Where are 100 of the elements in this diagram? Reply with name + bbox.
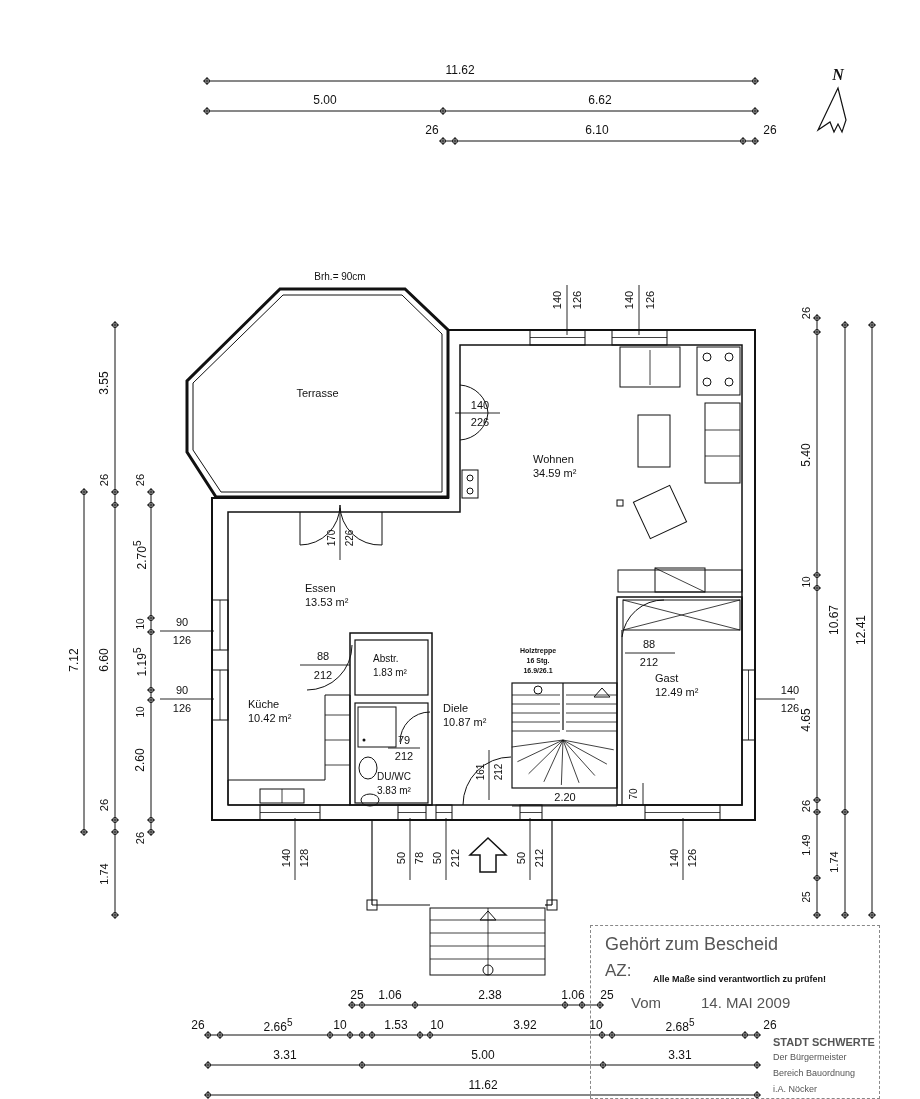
- dimension-label: 140: [780, 684, 800, 696]
- stamp-text: Bereich Bauordnung: [773, 1068, 856, 1079]
- dimension-label: 88: [642, 638, 656, 650]
- dimension-label: 26: [763, 1018, 777, 1032]
- dimension-label: 26: [191, 1018, 205, 1032]
- dimension-label: 90: [175, 616, 189, 628]
- dimension-label: 6.62: [588, 93, 612, 107]
- room-name: Gast: [655, 672, 679, 685]
- dimension-label: 88: [316, 650, 330, 662]
- dimension-label: 212: [533, 848, 545, 868]
- dimension-label: 126: [571, 290, 583, 310]
- dimension-label: 70: [627, 788, 639, 800]
- dimension-label: 6.10: [585, 123, 609, 137]
- room-area-label: 1.83 m²: [373, 666, 407, 679]
- dimension-label: 1.74: [98, 863, 110, 885]
- room-name: Essen: [305, 582, 336, 595]
- dimension-label: 3.55: [97, 371, 111, 395]
- dimension-label: 3.31: [668, 1048, 692, 1062]
- stamp-text: Vom: [631, 994, 661, 1011]
- dimension-label: 10: [333, 1018, 347, 1032]
- room-area-label: 34.59 m²: [533, 467, 577, 480]
- dimension-label: 90: [175, 684, 189, 696]
- dimension-label: 50: [395, 851, 407, 865]
- dimension-label: 26: [134, 831, 146, 845]
- stamp-text: i.A. Nöcker: [773, 1084, 817, 1095]
- dimension-label: 25: [600, 988, 614, 1002]
- dimension-label: 226: [470, 416, 490, 428]
- dimension-label: 126: [172, 634, 192, 646]
- dimension-label: 1.74: [828, 851, 840, 873]
- dimension-label: 11.62: [445, 63, 475, 77]
- dimension-label: 10: [430, 1018, 444, 1032]
- stamp-text: Gehört zum Bescheid: [605, 934, 779, 954]
- room-area-label: 10.87 m²: [443, 716, 487, 729]
- dimension-label: 140: [551, 290, 563, 310]
- dimension-label: 10: [134, 706, 146, 718]
- dimension-label: 212: [449, 848, 461, 868]
- dimension-label: 79: [397, 734, 411, 746]
- room-area-label: 3.83 m²: [377, 784, 411, 797]
- dimension-label: 26: [134, 473, 146, 487]
- dimension-label: 2.20: [554, 791, 576, 803]
- dimension-label: 2.66$^{5}$: [263, 1016, 293, 1034]
- dimension-label: 25: [800, 891, 812, 903]
- stamp-text: Alle Maße sind verantwortlich zu prüfen!: [653, 974, 827, 985]
- dimension-label: 212: [639, 656, 659, 668]
- dimension-label: 126: [686, 848, 698, 868]
- dimension-label: 1.53: [384, 1018, 408, 1032]
- room-name: Abstr.: [373, 652, 399, 665]
- dimension-label: 5.00: [313, 93, 337, 107]
- stamp-text: AZ:: [605, 961, 632, 980]
- dimension-label: 6.60: [97, 648, 111, 672]
- dimension-label: 2.38: [478, 988, 502, 1002]
- room-name: Diele: [443, 702, 469, 715]
- dimension-label: 10: [800, 576, 812, 588]
- dimension-label: 140: [623, 290, 635, 310]
- dimension-label: 126: [644, 290, 656, 310]
- dimension-label: 1.06: [561, 988, 585, 1002]
- dimension-label: 11.62: [468, 1078, 498, 1092]
- dimension-label: 5.00: [471, 1048, 495, 1062]
- stamp-text: STADT SCHWERTE: [773, 1036, 875, 1049]
- dimension-label: 2.60: [133, 748, 147, 772]
- dimension-label: 4.65: [799, 708, 813, 732]
- dimension-label: 3.92: [513, 1018, 537, 1032]
- dimension-label: 50: [431, 851, 443, 865]
- dimension-label: 126: [172, 702, 192, 714]
- dimension-label: 12.41: [854, 615, 868, 645]
- dimension-label: 140: [668, 848, 680, 868]
- room-name: Wohnen: [533, 453, 574, 466]
- dimension-label: 3.31: [273, 1048, 297, 1062]
- stamp-text: 14. MAI 2009: [701, 994, 791, 1011]
- dimension-label: 10: [134, 618, 146, 630]
- room-name: Küche: [248, 698, 280, 711]
- note-text: Brh.= 90cm: [314, 270, 366, 282]
- dimension-label: 26: [800, 306, 812, 320]
- dimension-label: 126: [780, 702, 800, 714]
- dimension-label: 10.67: [827, 605, 841, 635]
- dimension-label: 26: [98, 473, 110, 487]
- dimension-label: 212: [313, 669, 333, 681]
- dimension-label: 212: [492, 763, 504, 781]
- dimension-label: 140: [470, 399, 490, 411]
- dimension-label: 170: [325, 529, 337, 547]
- dimension-label: 26: [800, 799, 812, 813]
- room-name: Terrasse: [296, 387, 339, 400]
- dimension-label: 26: [425, 123, 439, 137]
- room-area-label: 13.53 m²: [305, 596, 349, 609]
- dimension-label: 161: [474, 763, 486, 781]
- dimension-label: 26: [98, 798, 110, 812]
- room-name: DU/WC: [377, 770, 411, 783]
- dimension-label: 78: [413, 851, 425, 865]
- dimension-label: 226: [343, 529, 355, 547]
- dimension-label: 128: [298, 848, 310, 868]
- dimension-label: 140: [280, 848, 292, 868]
- dimension-label: 25: [350, 988, 364, 1002]
- dimension-label: 50: [515, 851, 527, 865]
- north-label: N: [832, 65, 844, 83]
- stamp-box: [590, 925, 880, 1099]
- dimension-label: 10: [589, 1018, 603, 1032]
- dimension-label: 7.12: [67, 648, 81, 672]
- dimension-label: 1.06: [378, 988, 402, 1002]
- dimension-label: 1.49: [800, 834, 812, 856]
- dimension-label: 2.68$^{5}$: [665, 1016, 695, 1034]
